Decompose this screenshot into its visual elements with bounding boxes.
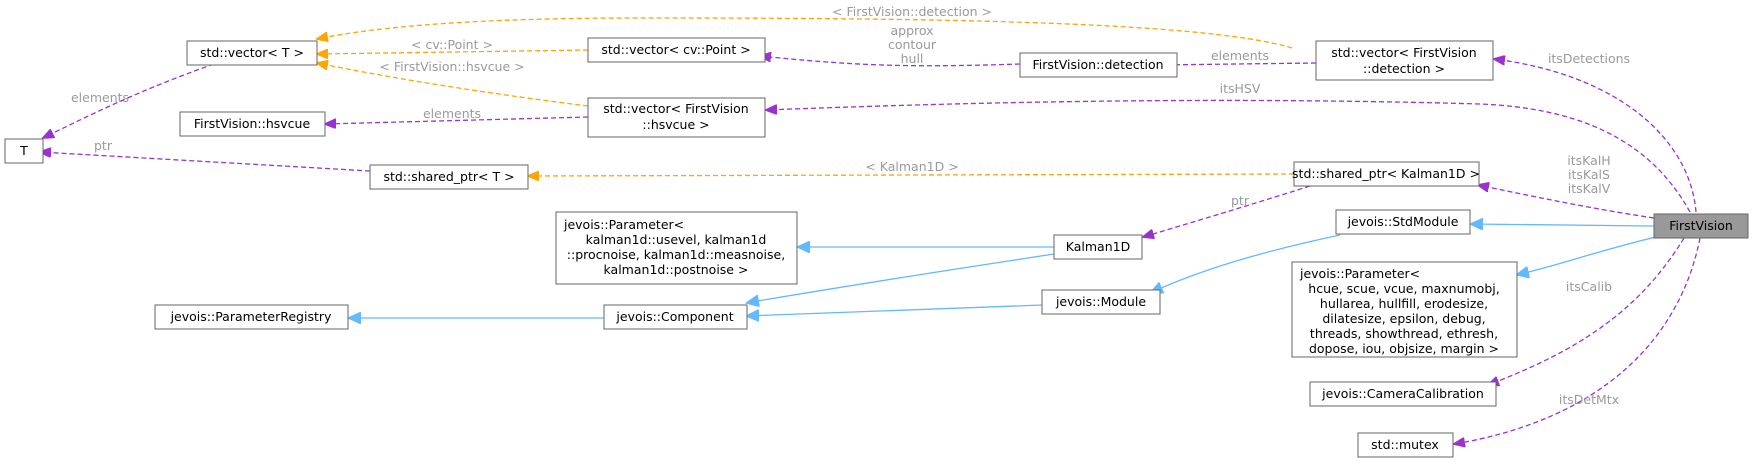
node-vector-hsvcue-label-line1: std::vector< FirstVision bbox=[603, 101, 748, 116]
label-contour: contour bbox=[888, 37, 937, 52]
edge-detection-to-vector-detection bbox=[1158, 63, 1317, 65]
node-T-label: T bbox=[19, 143, 28, 158]
edge-kalman1d-to-shared-ptr-kalman bbox=[1143, 185, 1311, 237]
node-kalman-param-line1: jevois::Parameter< bbox=[563, 217, 684, 232]
edge-shared-ptr-kalman-to-firstvision bbox=[1478, 185, 1655, 219]
node-fv-param-line3: hullarea, hullfill, erodesize, bbox=[1320, 296, 1488, 311]
node-module-label: jevois::Module bbox=[1055, 294, 1146, 309]
node-detection-label: FirstVision::detection bbox=[1032, 57, 1163, 72]
label-its-kal-v: itsKalV bbox=[1568, 181, 1611, 196]
node-module[interactable]: jevois::Module bbox=[1041, 289, 1161, 315]
node-hsvcue[interactable]: FirstVision::hsvcue bbox=[179, 111, 326, 137]
node-camera-calib[interactable]: jevois::CameraCalibration bbox=[1309, 381, 1497, 407]
node-camera-calib-label: jevois::CameraCalibration bbox=[1321, 386, 1484, 401]
edge-std-module-to-module bbox=[1150, 234, 1341, 294]
node-fv-param-line2: hcue, scue, vcue, maxnumobj, bbox=[1308, 281, 1499, 296]
node-kalman1d-label: Kalman1D bbox=[1066, 239, 1130, 254]
label-cv-point-template: < cv::Point > bbox=[411, 37, 493, 52]
node-param-registry[interactable]: jevois::ParameterRegistry bbox=[154, 304, 349, 330]
node-shared-ptr-T[interactable]: std::shared_ptr< T > bbox=[369, 164, 529, 190]
label-ptr-kalman: ptr bbox=[1231, 193, 1250, 208]
label-hull: hull bbox=[901, 51, 924, 66]
edge-shared-ptr-kalman-to-shared-ptr-T bbox=[528, 174, 1295, 176]
edge-T-to-shared-ptr-T bbox=[40, 152, 371, 172]
node-vector-point[interactable]: std::vector< cv::Point > bbox=[587, 37, 766, 63]
edge-mutex-to-firstvision bbox=[1454, 237, 1701, 444]
label-its-detections: itsDetections bbox=[1548, 51, 1630, 66]
node-kalman-param-line3: ::procnoise, kalman1d::measnoise, bbox=[567, 247, 785, 262]
node-fv-param-line1: jevois::Parameter< bbox=[1299, 266, 1420, 281]
label-approx: approx bbox=[890, 23, 933, 38]
label-its-calib: itsCalib bbox=[1566, 279, 1612, 294]
label-its-det-mtx: itsDetMtx bbox=[1559, 392, 1619, 407]
node-first-vision-label: FirstVision bbox=[1669, 218, 1733, 233]
node-mutex[interactable]: std::mutex bbox=[1357, 432, 1454, 458]
node-T[interactable]: T bbox=[4, 138, 44, 164]
node-std-module-label: jevois::StdModule bbox=[1347, 214, 1459, 229]
node-vector-detection-label-line2: ::detection > bbox=[1363, 61, 1445, 76]
node-vector-hsvcue[interactable]: std::vector< FirstVision ::hsvcue > bbox=[587, 97, 766, 138]
edge-vector-detection-to-firstvision bbox=[1494, 59, 1697, 213]
node-hsvcue-label: FirstVision::hsvcue bbox=[194, 116, 311, 131]
node-fv-param[interactable]: jevois::Parameter< hcue, scue, vcue, max… bbox=[1291, 261, 1518, 358]
node-component-label: jevois::Component bbox=[615, 309, 733, 324]
edge-vector-T-to-T bbox=[43, 63, 215, 138]
label-ptr-T: ptr bbox=[94, 138, 113, 153]
node-std-module[interactable]: jevois::StdModule bbox=[1335, 209, 1471, 235]
edge-vector-hsvcue-to-firstvision bbox=[766, 99, 1691, 213]
node-shared-ptr-T-label: std::shared_ptr< T > bbox=[383, 169, 514, 184]
node-kalman-param[interactable]: jevois::Parameter< kalman1d::usevel, kal… bbox=[555, 211, 798, 285]
node-first-vision[interactable]: FirstVision bbox=[1653, 213, 1749, 239]
node-vector-point-label: std::vector< cv::Point > bbox=[601, 42, 750, 57]
edge-vector-hsvcue-to-vector-T bbox=[317, 63, 589, 107]
node-component[interactable]: jevois::Component bbox=[603, 304, 748, 330]
edge-hsvcue-to-vector-hsvcue bbox=[325, 116, 589, 124]
node-kalman1d[interactable]: Kalman1D bbox=[1053, 234, 1143, 260]
edge-kalman1d-to-component bbox=[746, 253, 1055, 303]
node-fv-param-line5: threads, showthread, ethresh, bbox=[1310, 326, 1498, 341]
node-kalman-param-line2: kalman1d::usevel, kalman1d bbox=[586, 232, 767, 247]
label-fv-detection-template: < FirstVision::detection > bbox=[832, 4, 992, 19]
label-hsvcue-template: < FirstVision::hsvcue > bbox=[379, 59, 524, 74]
node-param-registry-label: jevois::ParameterRegistry bbox=[170, 309, 332, 324]
label-detection-elements: elements bbox=[1211, 48, 1269, 63]
node-vector-T-label: std::vector< T > bbox=[200, 45, 304, 60]
node-vector-hsvcue-label-line2: ::hsvcue > bbox=[642, 117, 709, 132]
label-its-kal-h: itsKalH bbox=[1567, 153, 1610, 168]
node-vector-T[interactable]: std::vector< T > bbox=[186, 40, 318, 66]
node-detection[interactable]: FirstVision::detection bbox=[1019, 52, 1178, 78]
node-vector-detection[interactable]: std::vector< FirstVision ::detection > bbox=[1315, 40, 1494, 81]
edge-module-to-component bbox=[746, 304, 1043, 316]
node-mutex-label: std::mutex bbox=[1371, 437, 1439, 452]
label-its-hsv: itsHSV bbox=[1220, 81, 1261, 96]
edge-vector-point-to-detection bbox=[760, 56, 1021, 67]
label-vector-elements: elements bbox=[71, 90, 129, 105]
node-fv-param-line4: dilatesize, epsilon, debug, bbox=[1322, 311, 1485, 326]
label-kalman-template: < Kalman1D > bbox=[865, 159, 958, 174]
node-shared-ptr-kalman-label: std::shared_ptr< Kalman1D > bbox=[1292, 166, 1480, 181]
label-hsvcue-elements: elements bbox=[423, 106, 481, 121]
node-kalman-param-line4: kalman1d::postnoise > bbox=[604, 262, 749, 277]
edge-vector-detection-to-vector-T bbox=[317, 17, 1293, 49]
edge-std-module-to-firstvision bbox=[1470, 224, 1655, 226]
node-vector-detection-label-line1: std::vector< FirstVision bbox=[1331, 45, 1476, 60]
label-its-kal-s: itsKalS bbox=[1568, 167, 1610, 182]
node-fv-param-line6: dopose, iou, objsize, margin > bbox=[1309, 341, 1499, 356]
edge-fv-param-to-firstvision bbox=[1516, 235, 1661, 275]
node-shared-ptr-kalman[interactable]: std::shared_ptr< Kalman1D > bbox=[1292, 161, 1480, 187]
edge-vector-point-to-vector-T bbox=[317, 50, 589, 54]
